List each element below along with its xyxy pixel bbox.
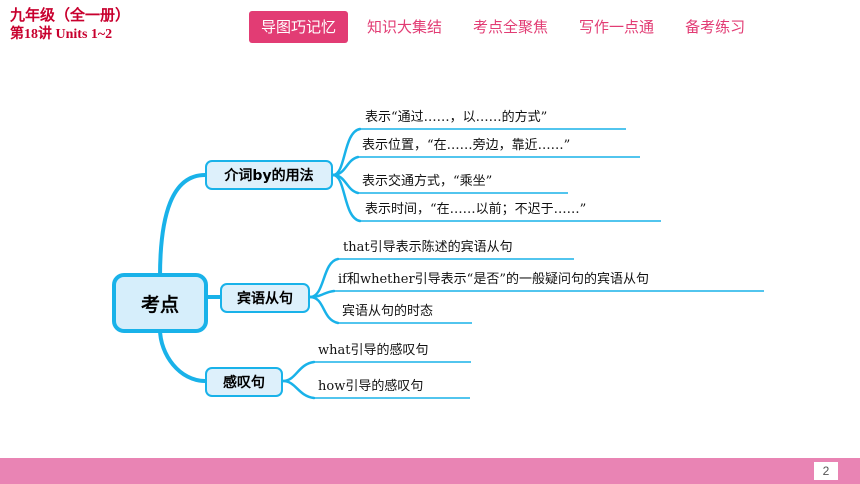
root-connector-exclamation: [158, 327, 207, 383]
root-node: 考点: [112, 273, 208, 333]
leaf-by-time: 表示时间，“在……以前；不迟于……”: [365, 202, 587, 217]
leaf-clause-if-whether: if和whether引导表示“是否”的一般疑问句的宾语从句: [338, 272, 649, 287]
leaf-clause-tense: 宾语从句的时态: [342, 304, 434, 319]
branch-node-exclamation: 感叹句: [205, 367, 283, 397]
tab-knowledge[interactable]: 知识大集结: [367, 18, 443, 36]
leaf-by-transport: 表示交通方式，“乘坐”: [362, 174, 493, 189]
tab-practice[interactable]: 备考练习: [685, 18, 746, 36]
branch-excl-connector: [281, 379, 316, 400]
leaf-by-position: 表示位置，“在……旁边，靠近……”: [362, 138, 571, 153]
branch-clause-connector: [308, 289, 336, 299]
tab-key-points[interactable]: 考点全聚焦: [473, 18, 549, 36]
lesson-title: 九年级（全一册） 第18讲 Units 1~2: [10, 6, 130, 44]
leaf-clause-that: that引导表示陈述的宾语从句: [343, 240, 513, 255]
tab-writing[interactable]: 写作一点通: [579, 18, 655, 36]
unit-label: 第18讲 Units 1~2: [10, 27, 113, 42]
leaf-excl-what: what引导的感叹句: [318, 343, 429, 358]
root-connector-by: [158, 173, 207, 279]
branch-clause-connector: [308, 295, 340, 325]
leaf-by-means: 表示“通过……，以……的方式”: [365, 110, 548, 125]
branch-node-object-clause: 宾语从句: [220, 283, 310, 313]
page-number: 2: [814, 462, 838, 480]
leaf-excl-how: how引导的感叹句: [318, 379, 424, 394]
grade-label: 九年级（全一册）: [10, 6, 131, 24]
section-nav: 导图巧记忆 知识大集结 考点全聚焦 写作一点通 备考练习: [249, 11, 764, 43]
branch-excl-connector: [281, 360, 316, 383]
tab-mindmap[interactable]: 导图巧记忆: [249, 11, 349, 43]
footer-bar: 2: [0, 458, 860, 484]
branch-by-connector: [331, 173, 362, 223]
branch-node-by: 介词by的用法: [205, 160, 333, 190]
